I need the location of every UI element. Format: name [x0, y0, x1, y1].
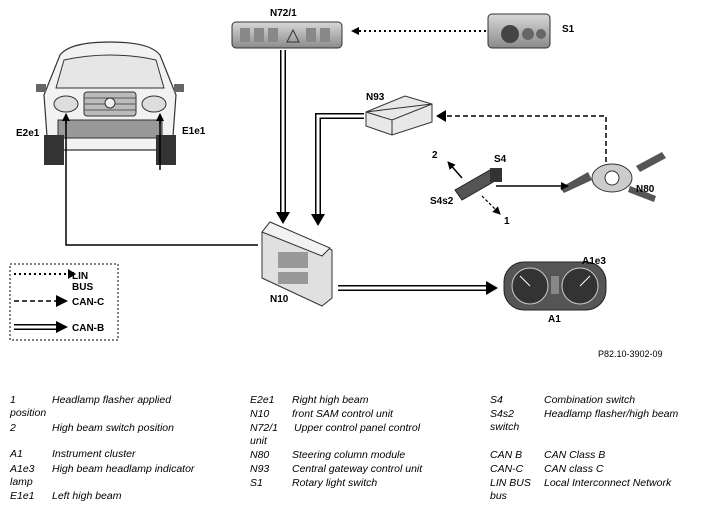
legend-row-wrap: bus [490, 490, 507, 502]
wiring-diagram: LIN BUS CAN-C CAN-B N72/1 S1 N93 S4 S4s2… [9, 8, 666, 341]
figure-reference: P82.10-3902-09 [598, 349, 663, 359]
legend-row-wrap: unit [250, 435, 267, 447]
s1-rotary-light-switch [487, 13, 551, 49]
n93-gateway-module [365, 95, 433, 136]
legend-canb-label: CAN-B [72, 323, 104, 334]
label-n72-1: N72/1 [270, 8, 297, 19]
label-n10: N10 [270, 294, 289, 305]
label-e1e1: E1e1 [182, 126, 206, 137]
label-position-1: 1 [504, 216, 510, 227]
legend-lin-label: LIN [72, 271, 88, 282]
vehicle-front-icon [36, 41, 184, 165]
label-n80: N80 [636, 184, 655, 195]
bus-legend-box: LIN BUS CAN-C CAN-B [9, 263, 119, 341]
label-s4: S4 [494, 154, 507, 165]
legend-row-wrap: lamp [10, 476, 33, 488]
label-e2e1: E2e1 [16, 128, 40, 139]
legend-row-wrap: position [10, 407, 47, 419]
n80-steering-column-module [560, 152, 666, 202]
s4-combination-switch [454, 168, 502, 201]
n72-1-control-panel [231, 21, 343, 49]
legend-lin-bus-label: BUS [72, 282, 93, 293]
label-s4s2: S4s2 [430, 196, 454, 207]
a1-instrument-cluster [503, 261, 607, 311]
label-s1: S1 [562, 24, 575, 35]
legend-row-wrap: switch [490, 421, 520, 433]
n10-sam-control-unit [261, 221, 333, 307]
label-n93: N93 [366, 92, 385, 103]
label-a1e3: A1e3 [582, 256, 606, 267]
label-position-2: 2 [432, 150, 438, 161]
label-a1: A1 [548, 314, 561, 325]
legend-canc-label: CAN-C [72, 297, 104, 308]
